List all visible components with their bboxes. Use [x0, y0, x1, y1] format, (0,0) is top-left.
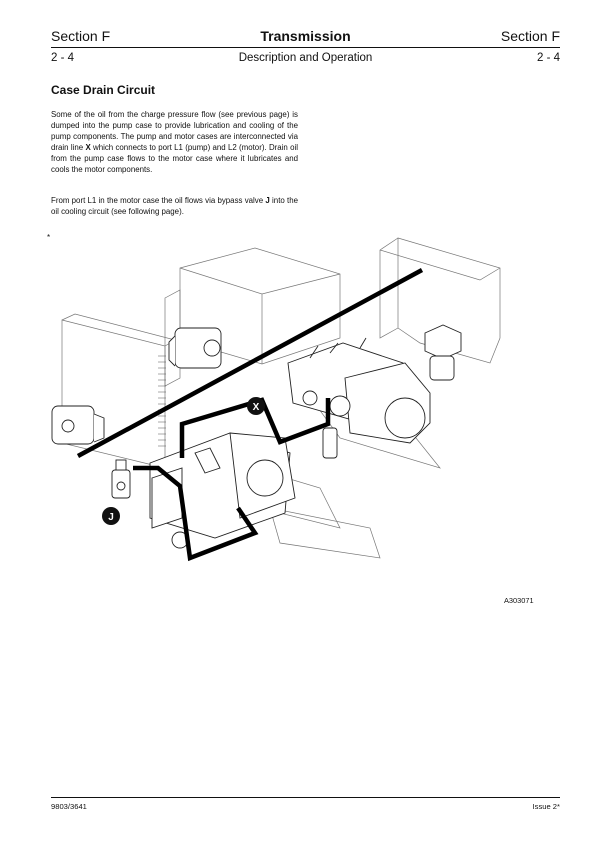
header-rule	[51, 47, 560, 48]
case-drain-illustration: X J	[51, 237, 501, 562]
paragraph-1-text-b: which connects to port L1 (pump) and L2 …	[51, 142, 298, 174]
paragraph-2-text-a: From port L1 in the motor case the oil f…	[51, 196, 266, 205]
charge-pump-upper	[168, 327, 222, 369]
paragraph-1: Some of the oil from the charge pressure…	[51, 110, 298, 175]
bypass-valve-ref: J	[265, 196, 270, 205]
paragraph-2-text-b: into the oil cooling circuit (see follow…	[51, 196, 298, 216]
page-title: Transmission	[260, 28, 351, 44]
section-heading: Case Drain Circuit	[51, 83, 156, 97]
drain-line-ref: X	[85, 142, 91, 152]
figure-reference: A303071	[504, 596, 534, 605]
label-x: X	[253, 402, 260, 413]
label-j-callout: J	[102, 507, 120, 525]
bypass-valve	[111, 459, 131, 499]
section-label-left: Section F	[51, 28, 111, 44]
label-j: J	[108, 512, 114, 523]
paragraph-1-text-a: Some of the oil from the charge pressure…	[51, 110, 298, 152]
hydrostatic-motor	[149, 432, 296, 549]
footer-rule	[51, 797, 560, 798]
small-pump-left	[51, 405, 105, 445]
issue-label: Issue 2*	[532, 802, 560, 811]
page-subtitle: Description and Operation	[238, 52, 373, 64]
figure-mark: *	[47, 233, 51, 242]
drain-line-x	[76, 268, 424, 562]
cooler-fins	[158, 355, 166, 447]
paragraph-2: From port L1 in the motor case the oil f…	[51, 196, 298, 218]
section-label-right: Section F	[500, 28, 560, 44]
oil-filter	[424, 324, 462, 381]
page-number-right: 2 - 4	[536, 52, 560, 64]
cooler-outline	[61, 319, 166, 469]
header-row: Section F Transmission Section F	[51, 28, 560, 48]
document-number: 9803/3641	[51, 802, 87, 811]
page-number-left: 2 - 4	[51, 52, 75, 64]
hydrostatic-pump	[287, 337, 431, 459]
label-x-callout: X	[247, 397, 265, 415]
